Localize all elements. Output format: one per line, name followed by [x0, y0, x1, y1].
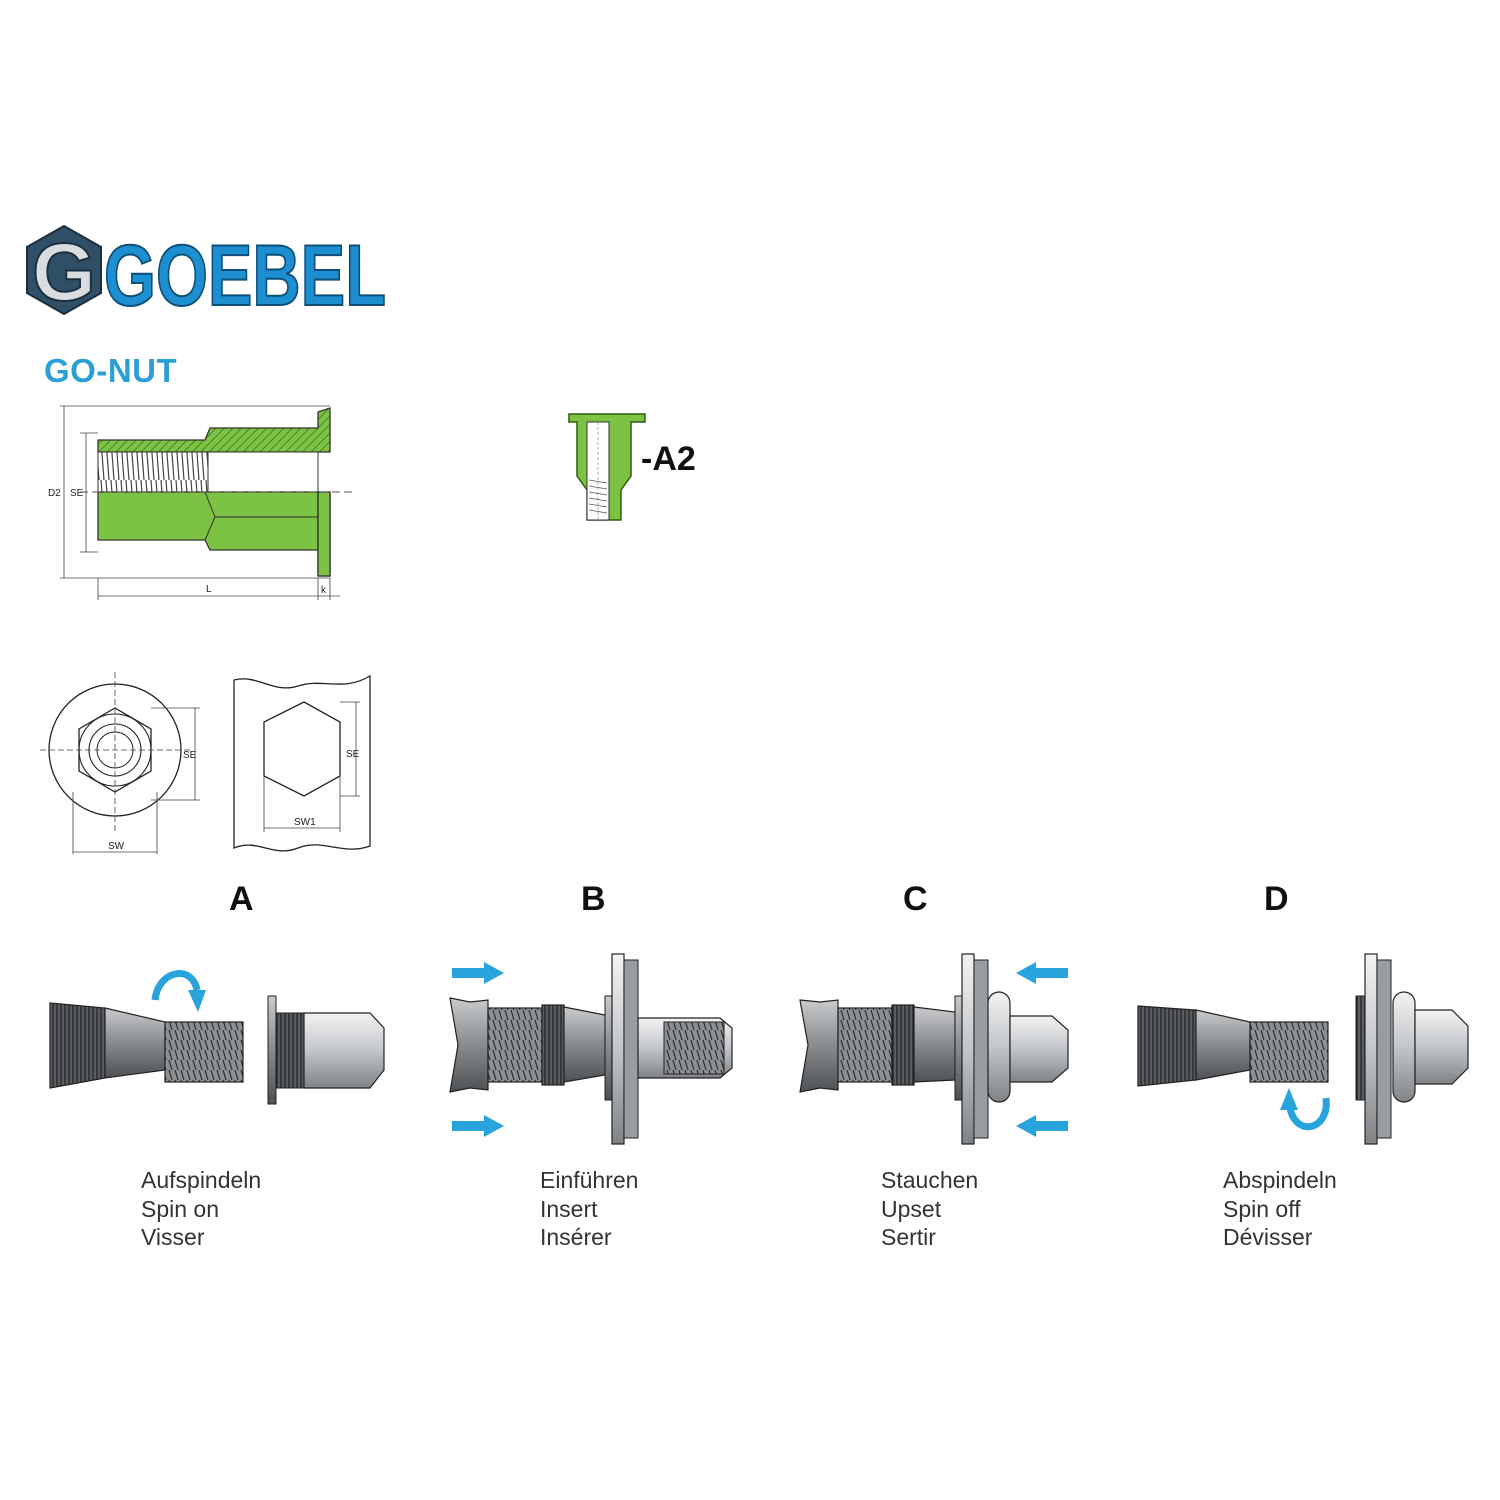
step-d-line-fr: Dévisser [1223, 1224, 1313, 1250]
step-a-line-en: Spin on [141, 1195, 220, 1222]
section-drawing: D2 SE L k [40, 400, 360, 610]
step-a-letter: A [229, 880, 254, 918]
step-c-line-fr: Sertir [881, 1224, 936, 1250]
step-b-line-fr: Insérer [540, 1224, 612, 1250]
hole-view-drawing: SE SW1 [228, 672, 378, 857]
product-title: GO-NUT [44, 352, 178, 389]
svg-text:GOEBEL: GOEBEL [104, 228, 386, 322]
step-b-line-en: Insert [540, 1195, 598, 1222]
step-a-line-fr: Visser [141, 1224, 205, 1250]
step-b-letter: B [581, 880, 606, 918]
step-c-line-en: Upset [881, 1195, 942, 1222]
step-c-letter: C [903, 880, 928, 918]
step-a-illustration [49, 970, 385, 1105]
step-b-illustration [449, 953, 733, 1145]
dim-se-hole: SE [346, 749, 360, 760]
dim-se: SE [70, 488, 84, 499]
step-a-line-de: Aufspindeln [141, 1167, 262, 1193]
a2-nut-icon [565, 408, 655, 528]
step-d-letter: D [1264, 880, 1289, 918]
process-illustrations [0, 930, 1500, 1160]
step-c-illustration [799, 953, 1069, 1145]
svg-text:G: G [32, 227, 96, 318]
dim-sw: SW [108, 841, 125, 852]
step-c-line-de: Stauchen [881, 1167, 979, 1193]
dim-se-end: SE [183, 750, 197, 761]
step-b-caption: Einführen Insert Insérer [540, 1166, 638, 1252]
dim-d2: D2 [48, 488, 61, 499]
step-c-caption: Stauchen Upset Sertir [881, 1166, 978, 1252]
end-view-drawing: SE SW [40, 672, 210, 862]
variant-label: -A2 [641, 440, 696, 478]
goebel-logo: G GOEBEL [22, 222, 402, 325]
step-b-line-de: Einführen [540, 1167, 639, 1193]
dim-sw1: SW1 [294, 817, 316, 828]
step-d-caption: Abspindeln Spin off Dévisser [1223, 1166, 1337, 1252]
step-a-caption: Aufspindeln Spin on Visser [141, 1166, 261, 1252]
step-d-line-en: Spin off [1223, 1195, 1301, 1222]
step-d-line-de: Abspindeln [1223, 1167, 1337, 1193]
step-d-illustration [1137, 953, 1469, 1145]
dim-k: k [321, 585, 327, 596]
dim-l: L [206, 584, 212, 595]
